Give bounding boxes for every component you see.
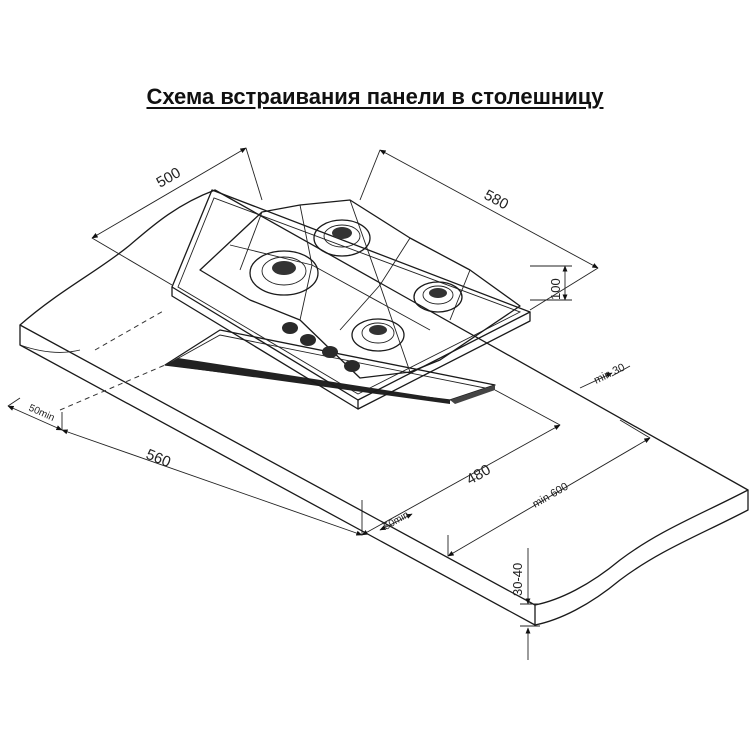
page-title: Схема встраивания панели в столешницу (146, 84, 604, 109)
gas-hob (171, 189, 531, 410)
dimension-front-clearance: 50min (7, 397, 63, 431)
hidden-edge-lines (59, 309, 166, 411)
dimension-panel-depth: 500 (91, 147, 263, 286)
burner-front-right (351, 318, 405, 352)
control-knobs (282, 322, 360, 372)
worktop-thickness-label: 30-40 (510, 563, 525, 596)
dimension-worktop-depth: min 600 (447, 419, 651, 557)
burner-rear-right (413, 281, 463, 313)
dimension-top-clearance: min 30 (579, 361, 631, 389)
worktop-depth-label: min 600 (531, 481, 571, 511)
panel-height-label: 100 (548, 278, 563, 300)
dimension-worktop-thickness: 30-40 (510, 548, 540, 660)
top-clearance-label: min 30 (592, 361, 627, 386)
dimension-panel-height: 100 (530, 265, 572, 301)
burner-rear-left (313, 219, 371, 257)
dimension-cutout-depth: 480 (361, 389, 561, 536)
worktop (19, 189, 749, 626)
dimension-cutout-width: 560 (61, 412, 363, 536)
panel-width-label: 580 (481, 187, 511, 214)
burner-front-left (249, 250, 319, 296)
cutout-depth-label: 480 (464, 461, 494, 488)
worktop-cutout (164, 329, 496, 404)
